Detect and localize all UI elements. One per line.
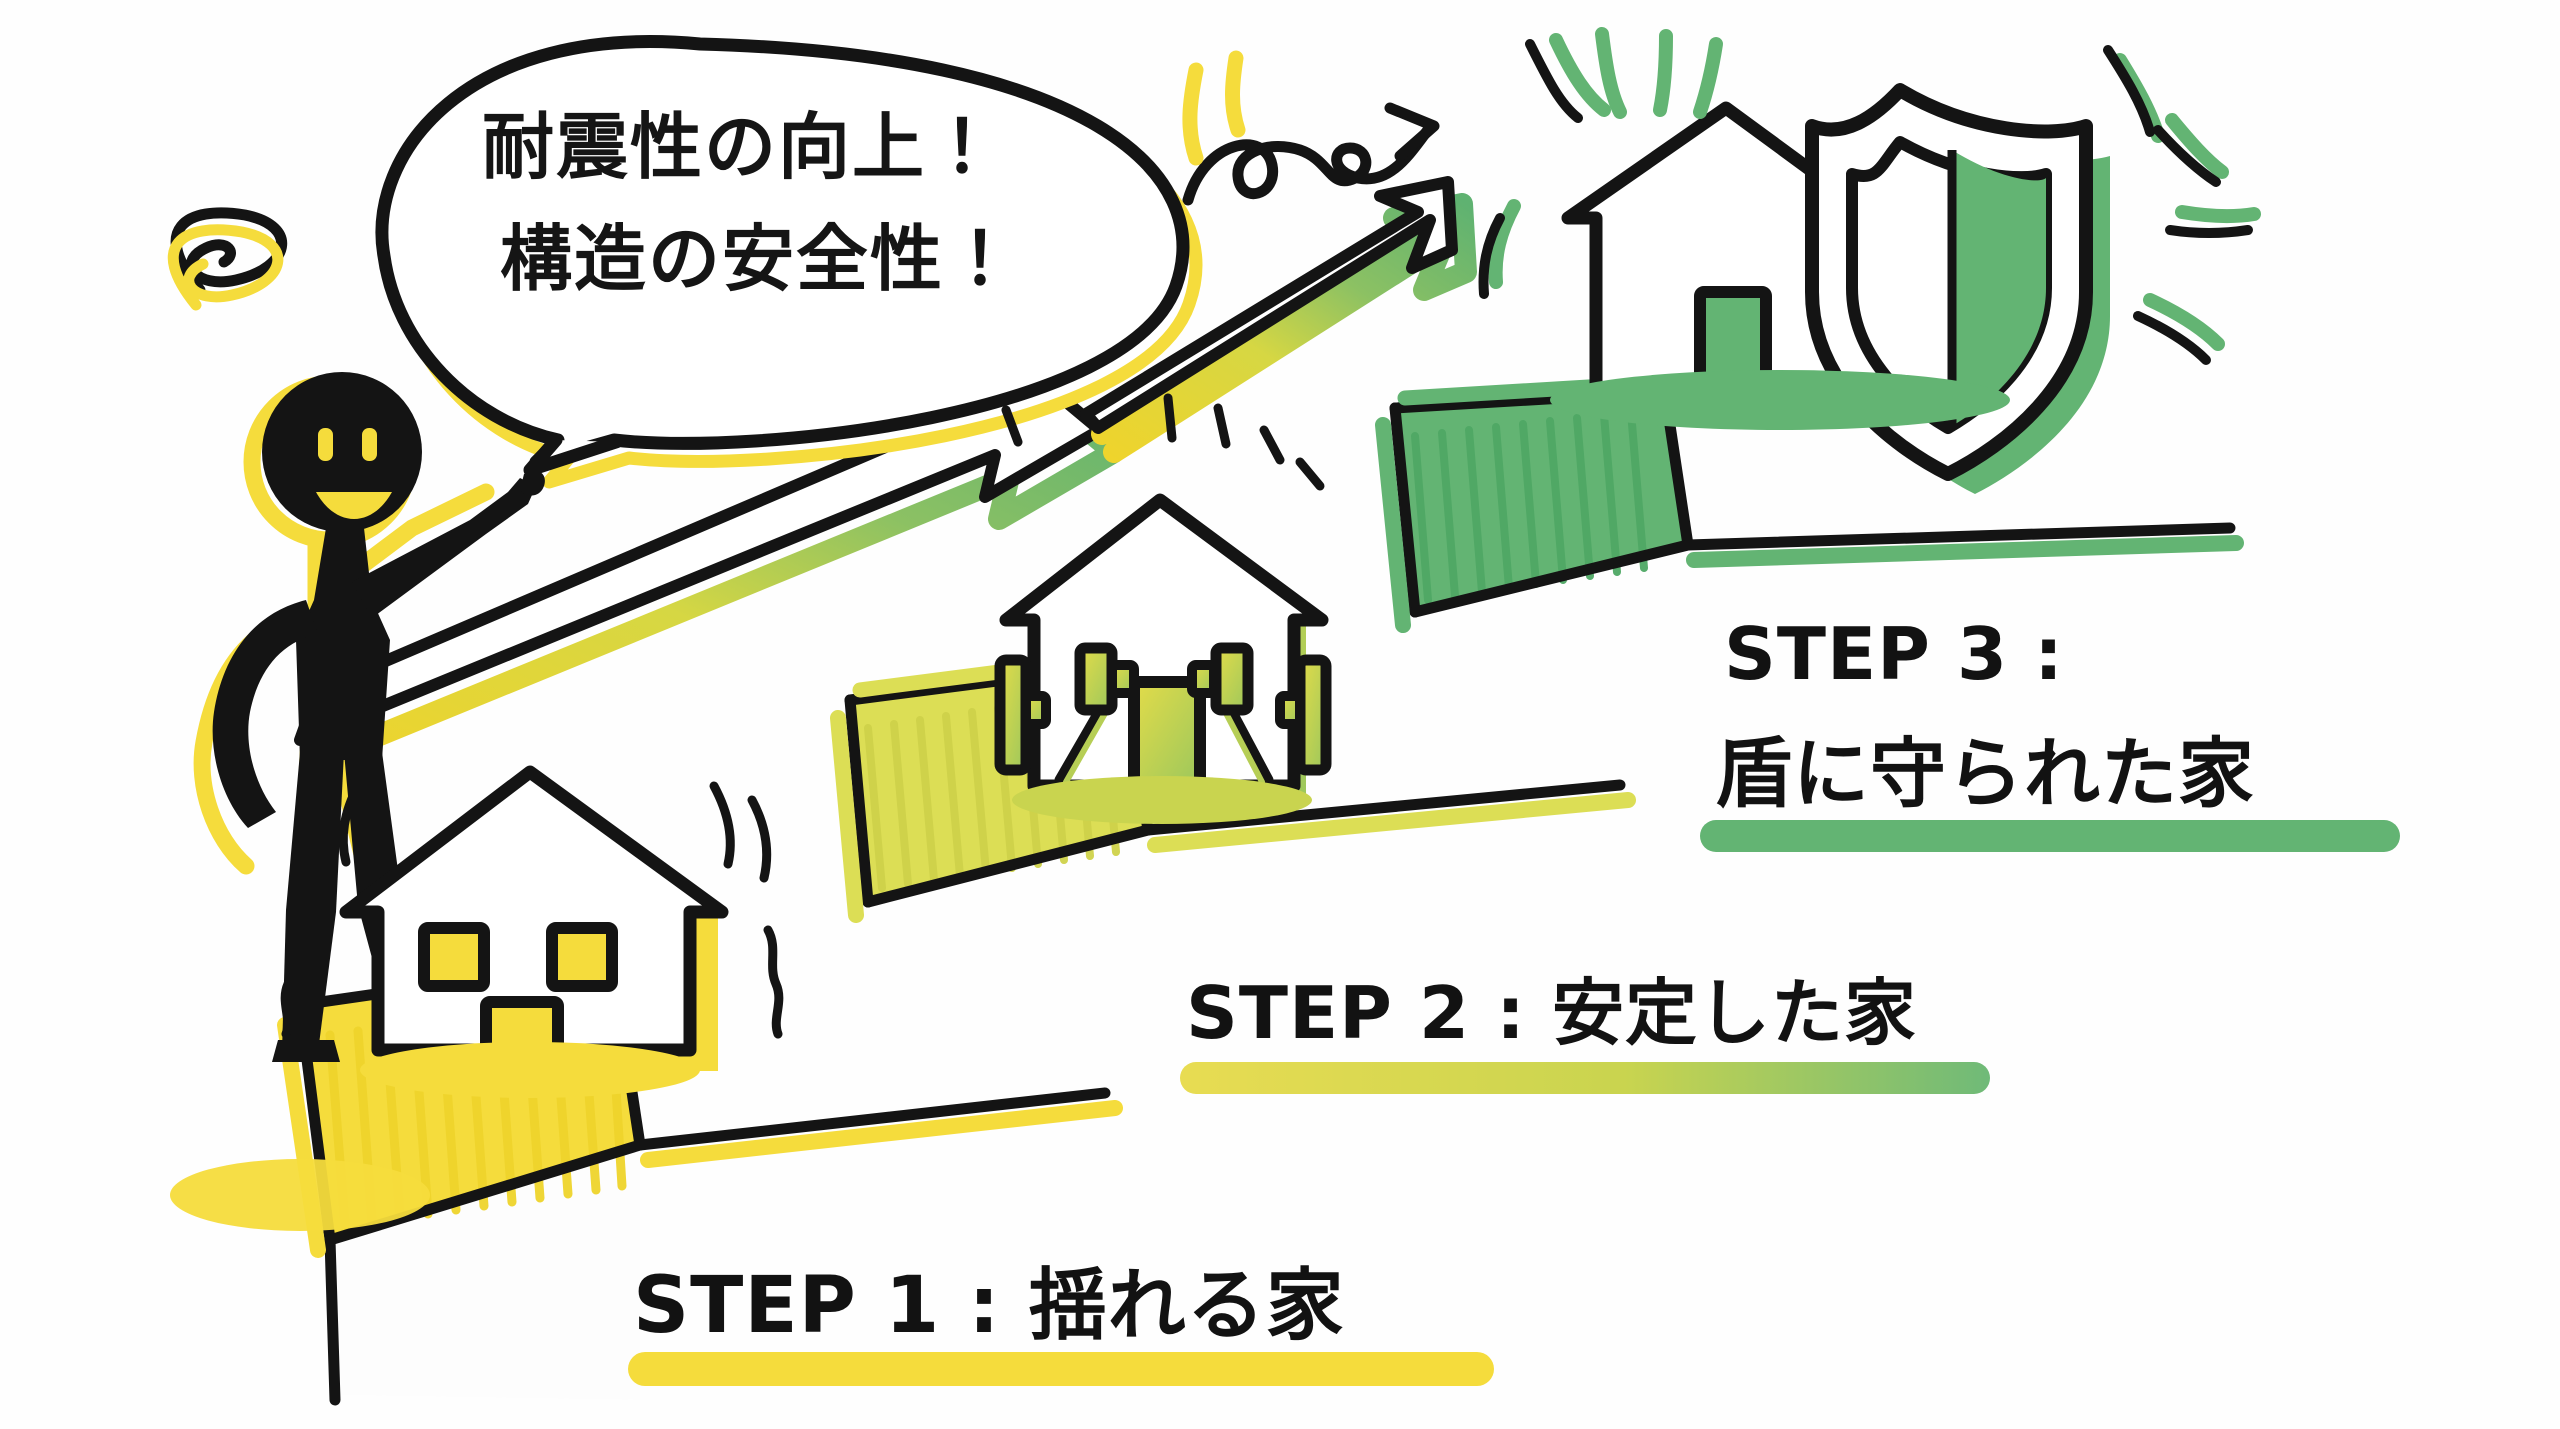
- step1-label: STEP 1 : 揺れる家: [633, 1261, 1345, 1351]
- step3-platform: [1375, 374, 2244, 633]
- curly-arrow-icon: [1182, 102, 1440, 206]
- shaking-house: [280, 765, 784, 1098]
- speech-bubble-line-1: 耐震性の向上！: [482, 105, 1001, 189]
- speech-bubble: [375, 35, 1203, 489]
- yellow-accent-marks: [1182, 50, 1246, 166]
- step3-label-line-1: STEP 3 :: [1724, 612, 2064, 696]
- step3-underline: [1700, 820, 2400, 852]
- braced-house: [994, 393, 1332, 824]
- step1-underline: [628, 1352, 1494, 1386]
- shielded-house: [1478, 27, 2261, 494]
- step2-label: STEP 2 : 安定した家: [1186, 971, 1918, 1055]
- step3-label-line-2: 盾に守られた家: [1716, 729, 2255, 818]
- speech-bubble-line-2: 構造の安全性！: [500, 217, 1019, 301]
- step2-underline: [1180, 1062, 1990, 1094]
- spiral-doodle: [167, 207, 288, 311]
